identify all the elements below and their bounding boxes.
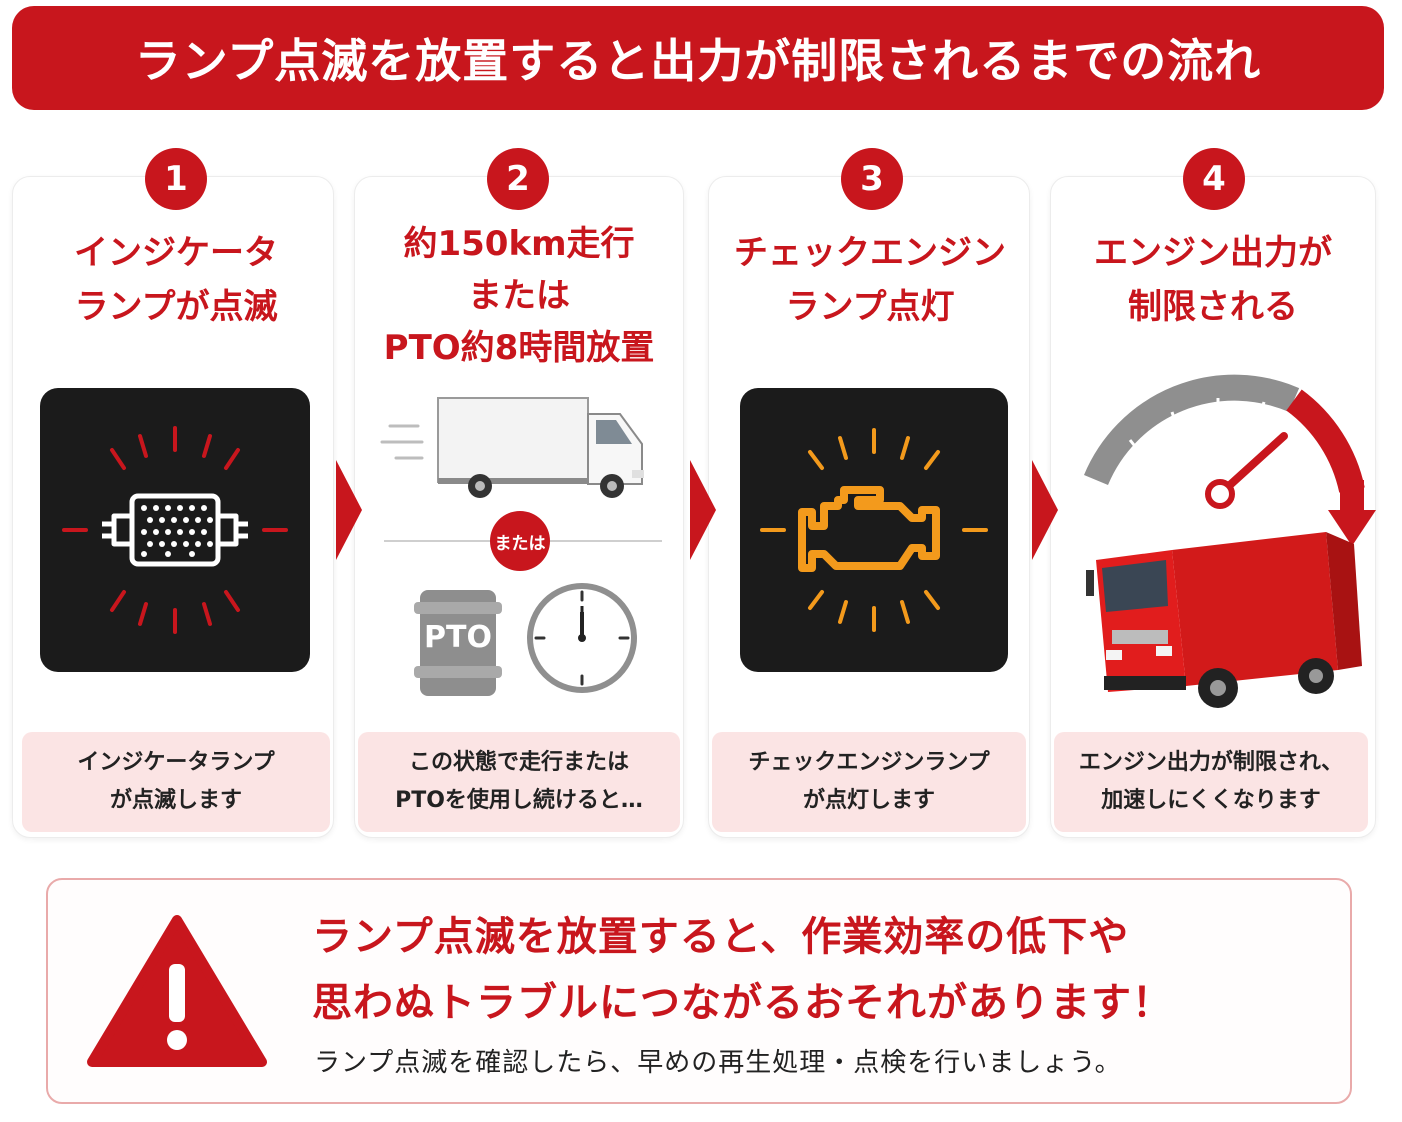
step-title-3: チェックエンジン ランプ点灯 [705,226,1035,334]
or-badge [490,511,550,571]
step-desc-4-line1: エンジン出力が制限され、 [1078,750,1344,775]
arrow-right-icon [690,460,716,560]
step4-illustration [1084,374,1376,708]
step-desc-1-line1: インジケータランプ [77,750,275,775]
page-title: ランプ点滅を放置すると出力が制限されるまでの流れ [134,34,1262,88]
step-desc-4-line2: 加速しにくくなります [1101,788,1321,813]
step-number-1: 1 [145,148,207,210]
header-banner: ランプ点滅を放置すると出力が制限されるまでの流れ [12,6,1384,110]
step-desc-3-line2: が点灯します [802,788,935,813]
step-title-1: インジケータ ランプが点滅 [11,226,341,334]
step-title-4-line1: エンジン出力が [1094,233,1332,273]
step-desc-2-line1: この状態で走行または [408,750,629,775]
warning-subtext: ランプ点滅を確認したら、早めの再生処理・点検を行いましょう。 [314,1048,1122,1078]
step-title-1-line1: インジケータ [74,233,278,273]
white-truck-icon [380,397,644,498]
step-title-4-line2: 制限される [1128,287,1298,327]
step-title-3-line2: ランプ点灯 [785,287,955,327]
step-number-3: 3 [841,148,903,210]
step-desc-3-line1: チェックエンジンランプ [748,750,990,775]
red-truck-icon [1086,532,1362,708]
step-title-2-line1: 約150km走行 [403,224,635,264]
step-desc-3: チェックエンジンランプが点灯します [712,732,1026,832]
warning-line-1: ランプ点滅を放置すると、作業効率の低下や [312,914,1130,960]
step-desc-2: この状態で走行または PTOを使用し続けると… [358,732,680,832]
step-title-2-line3: PTO約8時間放置 [383,328,655,368]
step-title-3-line1: チェックエンジン [734,233,1006,273]
step-number-2: 2 [487,148,549,210]
step-number-4: 4 [1183,148,1245,210]
step-title-2: 約150km走行 または PTO約8時間放置 [354,218,684,374]
step-title-2-line2: または [468,276,570,316]
clock-icon [527,583,637,693]
step-title-1-line2: ランプが点滅 [74,287,278,327]
step2-illustration [380,397,662,696]
or-badge-label: または [494,534,546,554]
pto-lever-icon [414,590,502,696]
warning-line-2: 思わぬトラブルにつながるおそれがあります！ [312,980,1173,1026]
warning-triangle-icon [87,915,267,1067]
check-engine-icon [760,428,988,632]
arrow-right-icon [336,460,362,560]
check-engine-panel [740,388,1008,672]
step-desc-1: インジケータランプが点滅します [22,732,330,832]
step-card-2 [354,176,684,838]
indicator-lamp-panel [40,388,310,672]
step-desc-1-line2: が点滅します [109,788,242,813]
arrow-right-icon [1032,460,1058,560]
speedometer-icon [1084,374,1376,546]
dpf-indicator-icon [62,426,288,634]
pto-label: PTO [424,620,492,655]
step-desc-2-line2: PTOを使用し続けると… [395,788,643,813]
step-desc-4: エンジン出力が制限され、加速しにくくなります [1054,732,1368,832]
step-title-4: エンジン出力が 制限される [1048,226,1378,334]
